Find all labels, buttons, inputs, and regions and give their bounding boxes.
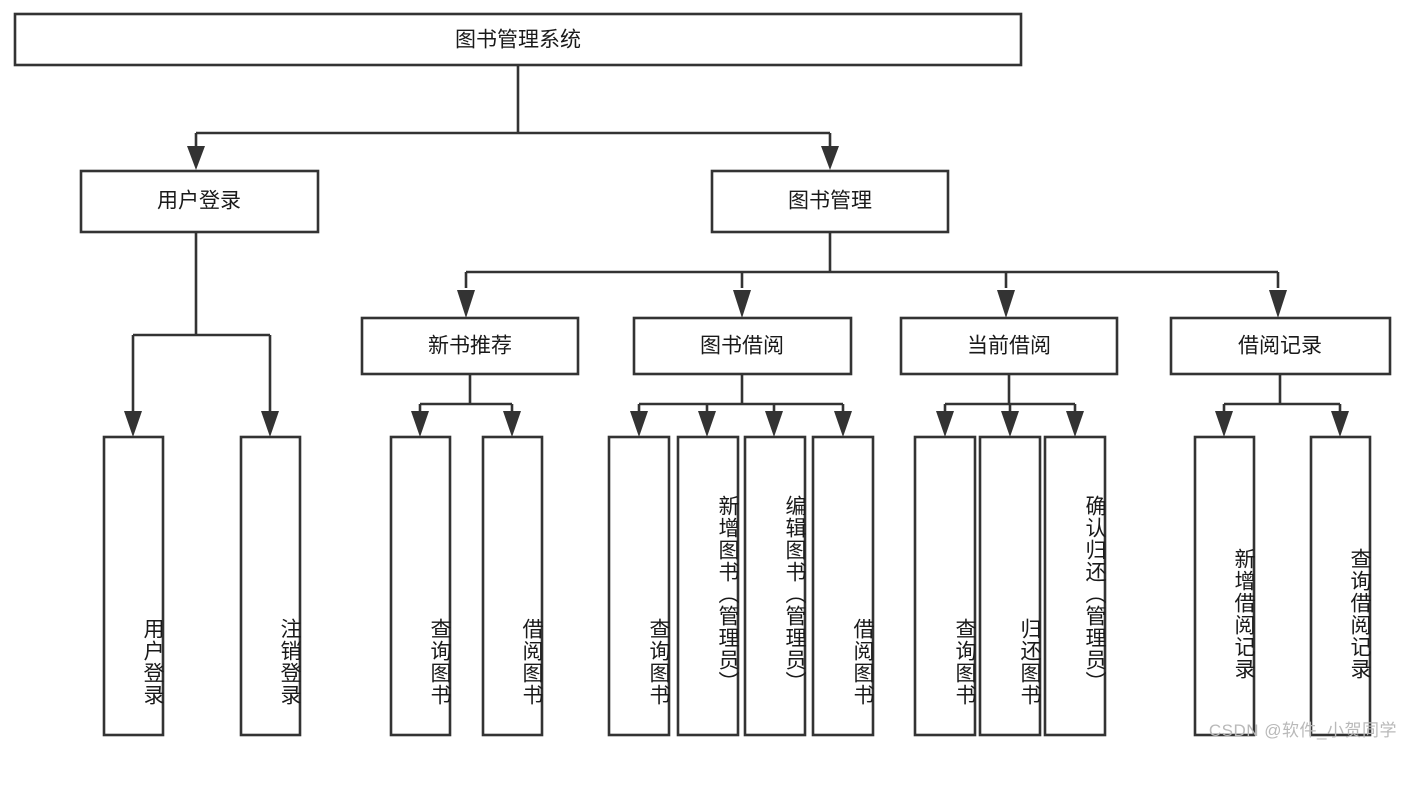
arrow-to-leaf-user-login (124, 411, 142, 437)
hierarchy-tree-svg: 图书管理系统 用户登录 图书管理 新书推荐 图书借阅 当前借阅 借阅记录 (13, 12, 1392, 737)
node-user-login-box[interactable] (79, 169, 320, 234)
arrow-current-borrow-leaf-3 (1066, 411, 1084, 437)
diagram-canvas: 图书管理系统 用户登录 图书管理 新书推荐 图书借阅 当前借阅 借阅记录 (13, 12, 1397, 740)
node-current-borrow[interactable]: 当前借阅 (899, 316, 1119, 376)
node-book-management-label: 图书管理 (788, 190, 872, 213)
arrow-book-borrow-leaf-4 (834, 411, 852, 437)
node-user-login-label: 用户登录 (157, 190, 241, 213)
node-book-borrow[interactable]: 图书借阅 (632, 316, 853, 376)
node-new-book-recommend[interactable]: 新书推荐 (360, 316, 580, 376)
node-root-label: 图书管理系统 (455, 29, 581, 52)
arrow-new-book-leaf-1 (411, 411, 429, 437)
arrow-to-borrow-record (1269, 290, 1287, 318)
connector-group-borrow-record (1215, 374, 1349, 437)
arrow-borrow-record-leaf-2 (1331, 411, 1349, 437)
arrow-borrow-record-leaf-1 (1215, 411, 1233, 437)
leaf-box-current-borrow-1[interactable] (913, 435, 977, 737)
node-book-borrow-box[interactable] (632, 316, 853, 376)
leaf-box-borrow-record-2[interactable] (1309, 435, 1372, 737)
leaf-box-book-borrow-2[interactable] (676, 435, 740, 737)
leaf-box-new-book-2[interactable] (481, 435, 544, 737)
leaf-box-book-borrow-3[interactable] (743, 435, 807, 737)
node-current-borrow-box[interactable] (899, 316, 1119, 376)
node-borrow-record-label: 借阅记录 (1238, 335, 1322, 358)
leaf-box-book-borrow-4[interactable] (811, 435, 875, 737)
node-user-login[interactable]: 用户登录 (79, 169, 320, 234)
leaf-box-new-book-1[interactable] (389, 435, 452, 737)
connector-group-root (187, 65, 839, 170)
node-new-book-recommend-label: 新书推荐 (428, 335, 512, 358)
node-book-management-box[interactable] (710, 169, 950, 234)
arrow-current-borrow-leaf-1 (936, 411, 954, 437)
node-book-borrow-label: 图书借阅 (700, 335, 784, 358)
csdn-watermark: CSDN @软件_小贺同学 (1208, 721, 1397, 740)
arrow-book-borrow-leaf-3 (765, 411, 783, 437)
connector-group-book-mgmt (457, 232, 1287, 318)
connector-group-book-borrow (630, 374, 852, 437)
node-new-book-recommend-box[interactable] (360, 316, 580, 376)
node-book-management[interactable]: 图书管理 (710, 169, 950, 234)
arrow-to-leaf-logout (261, 411, 279, 437)
node-borrow-record[interactable]: 借阅记录 (1169, 316, 1392, 376)
arrow-book-borrow-leaf-1 (630, 411, 648, 437)
leaf-box-current-borrow-3[interactable] (1043, 435, 1107, 737)
arrow-current-borrow-leaf-2 (1001, 411, 1019, 437)
node-borrow-record-box[interactable] (1169, 316, 1392, 376)
leaf-box-user-login-2[interactable] (239, 435, 302, 737)
node-current-borrow-label: 当前借阅 (967, 335, 1051, 358)
connector-group-current-borrow (936, 374, 1084, 437)
arrow-new-book-leaf-2 (503, 411, 521, 437)
leaf-box-borrow-record-1[interactable] (1193, 435, 1256, 737)
leaf-box-current-borrow-2[interactable] (978, 435, 1042, 737)
arrow-to-book-mgmt (821, 146, 839, 170)
node-root[interactable]: 图书管理系统 (13, 12, 1023, 67)
arrow-to-new-book (457, 290, 475, 318)
leaf-box-book-borrow-1[interactable] (607, 435, 671, 737)
connector-group-user-login (124, 232, 279, 437)
arrow-to-current-borrow (997, 290, 1015, 318)
arrow-book-borrow-leaf-2 (698, 411, 716, 437)
arrow-to-user-login (187, 146, 205, 170)
arrow-to-book-borrow (733, 290, 751, 318)
leaf-box-user-login-1[interactable] (102, 435, 165, 737)
node-root-box[interactable] (13, 12, 1023, 67)
connector-group-new-book (411, 374, 521, 437)
